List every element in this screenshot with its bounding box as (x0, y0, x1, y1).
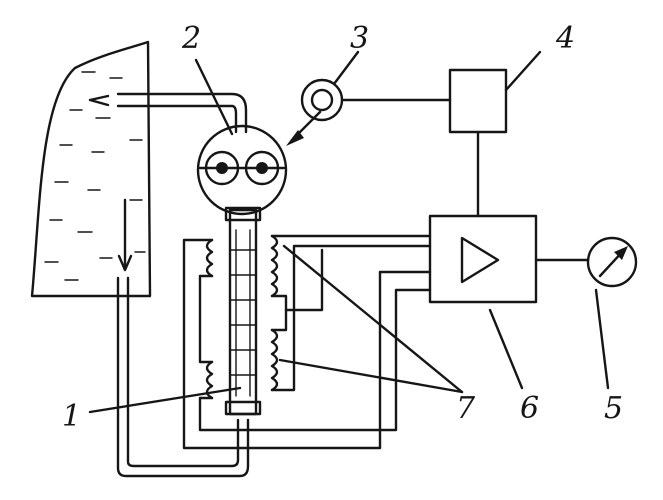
right-coils (270, 234, 432, 392)
left-coils (182, 238, 432, 450)
label-2: 2 (181, 21, 201, 56)
label-4: 4 (555, 21, 575, 56)
lower-return-pipe (116, 276, 250, 478)
triangle-icon (460, 236, 500, 284)
label-1: 1 (62, 399, 81, 434)
generator (300, 78, 452, 122)
amplifier-block (428, 214, 590, 304)
meter (586, 236, 638, 288)
block-4 (448, 68, 508, 134)
liquid-tank (30, 40, 152, 298)
label-3: 3 (350, 21, 369, 56)
leader-lines (88, 50, 610, 414)
sensor-head (196, 110, 322, 216)
label-7: 7 (456, 391, 476, 426)
label-6: 6 (520, 391, 539, 426)
measuring-tube (224, 206, 262, 416)
upper-pipe (116, 92, 248, 134)
label-5: 5 (604, 391, 623, 426)
